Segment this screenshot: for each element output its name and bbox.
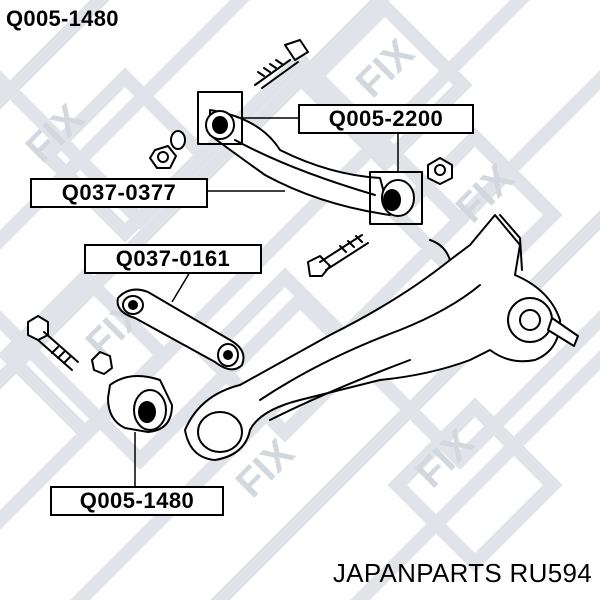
nut-top-left [149, 145, 177, 169]
callout-large-bushing: Q005-1480 [50, 486, 224, 516]
leader-lines [134, 117, 399, 486]
brand-part-number: JAPANPARTS RU594 [332, 558, 592, 588]
callout-link-arm: Q037-0161 [84, 244, 262, 274]
washer-top-left [170, 130, 186, 150]
trailing-arm [184, 214, 579, 461]
middle-bolt [307, 234, 369, 277]
nut-left [91, 351, 113, 375]
top-bolt [254, 39, 309, 89]
bushing-box-top [197, 91, 243, 145]
callout-upper-arm: Q037-0377 [30, 178, 208, 208]
callout-top-bushing: Q005-2200 [298, 104, 474, 134]
nut-right [427, 157, 453, 185]
bushing-box-right [369, 171, 423, 225]
left-bolt [27, 315, 79, 371]
link-arm [116, 288, 245, 371]
large-bushing [107, 375, 173, 433]
upper-arm [209, 109, 391, 216]
page-title: Q005-1480 [6, 6, 119, 31]
